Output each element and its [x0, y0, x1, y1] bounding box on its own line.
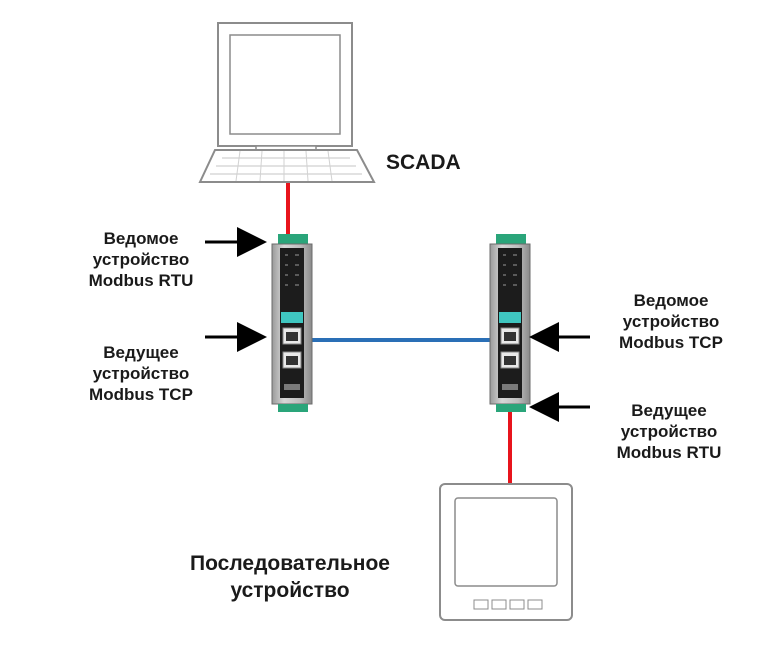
right-upper-role-label: Ведомое устройство Modbus TCP [619, 291, 723, 352]
right-lower-role-label: Ведущее устройство Modbus RTU [616, 401, 722, 462]
serial-device-icon [439, 483, 573, 621]
right-gateway-device [489, 234, 531, 412]
serial-device-label: Последовательное устройство [190, 552, 390, 602]
scada-label: SCADA [386, 151, 461, 174]
left-upper-role-label: Ведомое устройство Modbus RTU [88, 229, 194, 290]
left-lower-role-label: Ведущее устройство Modbus TCP [89, 343, 193, 404]
left-gateway-device [271, 234, 313, 412]
scada-computer-icon [198, 22, 376, 183]
